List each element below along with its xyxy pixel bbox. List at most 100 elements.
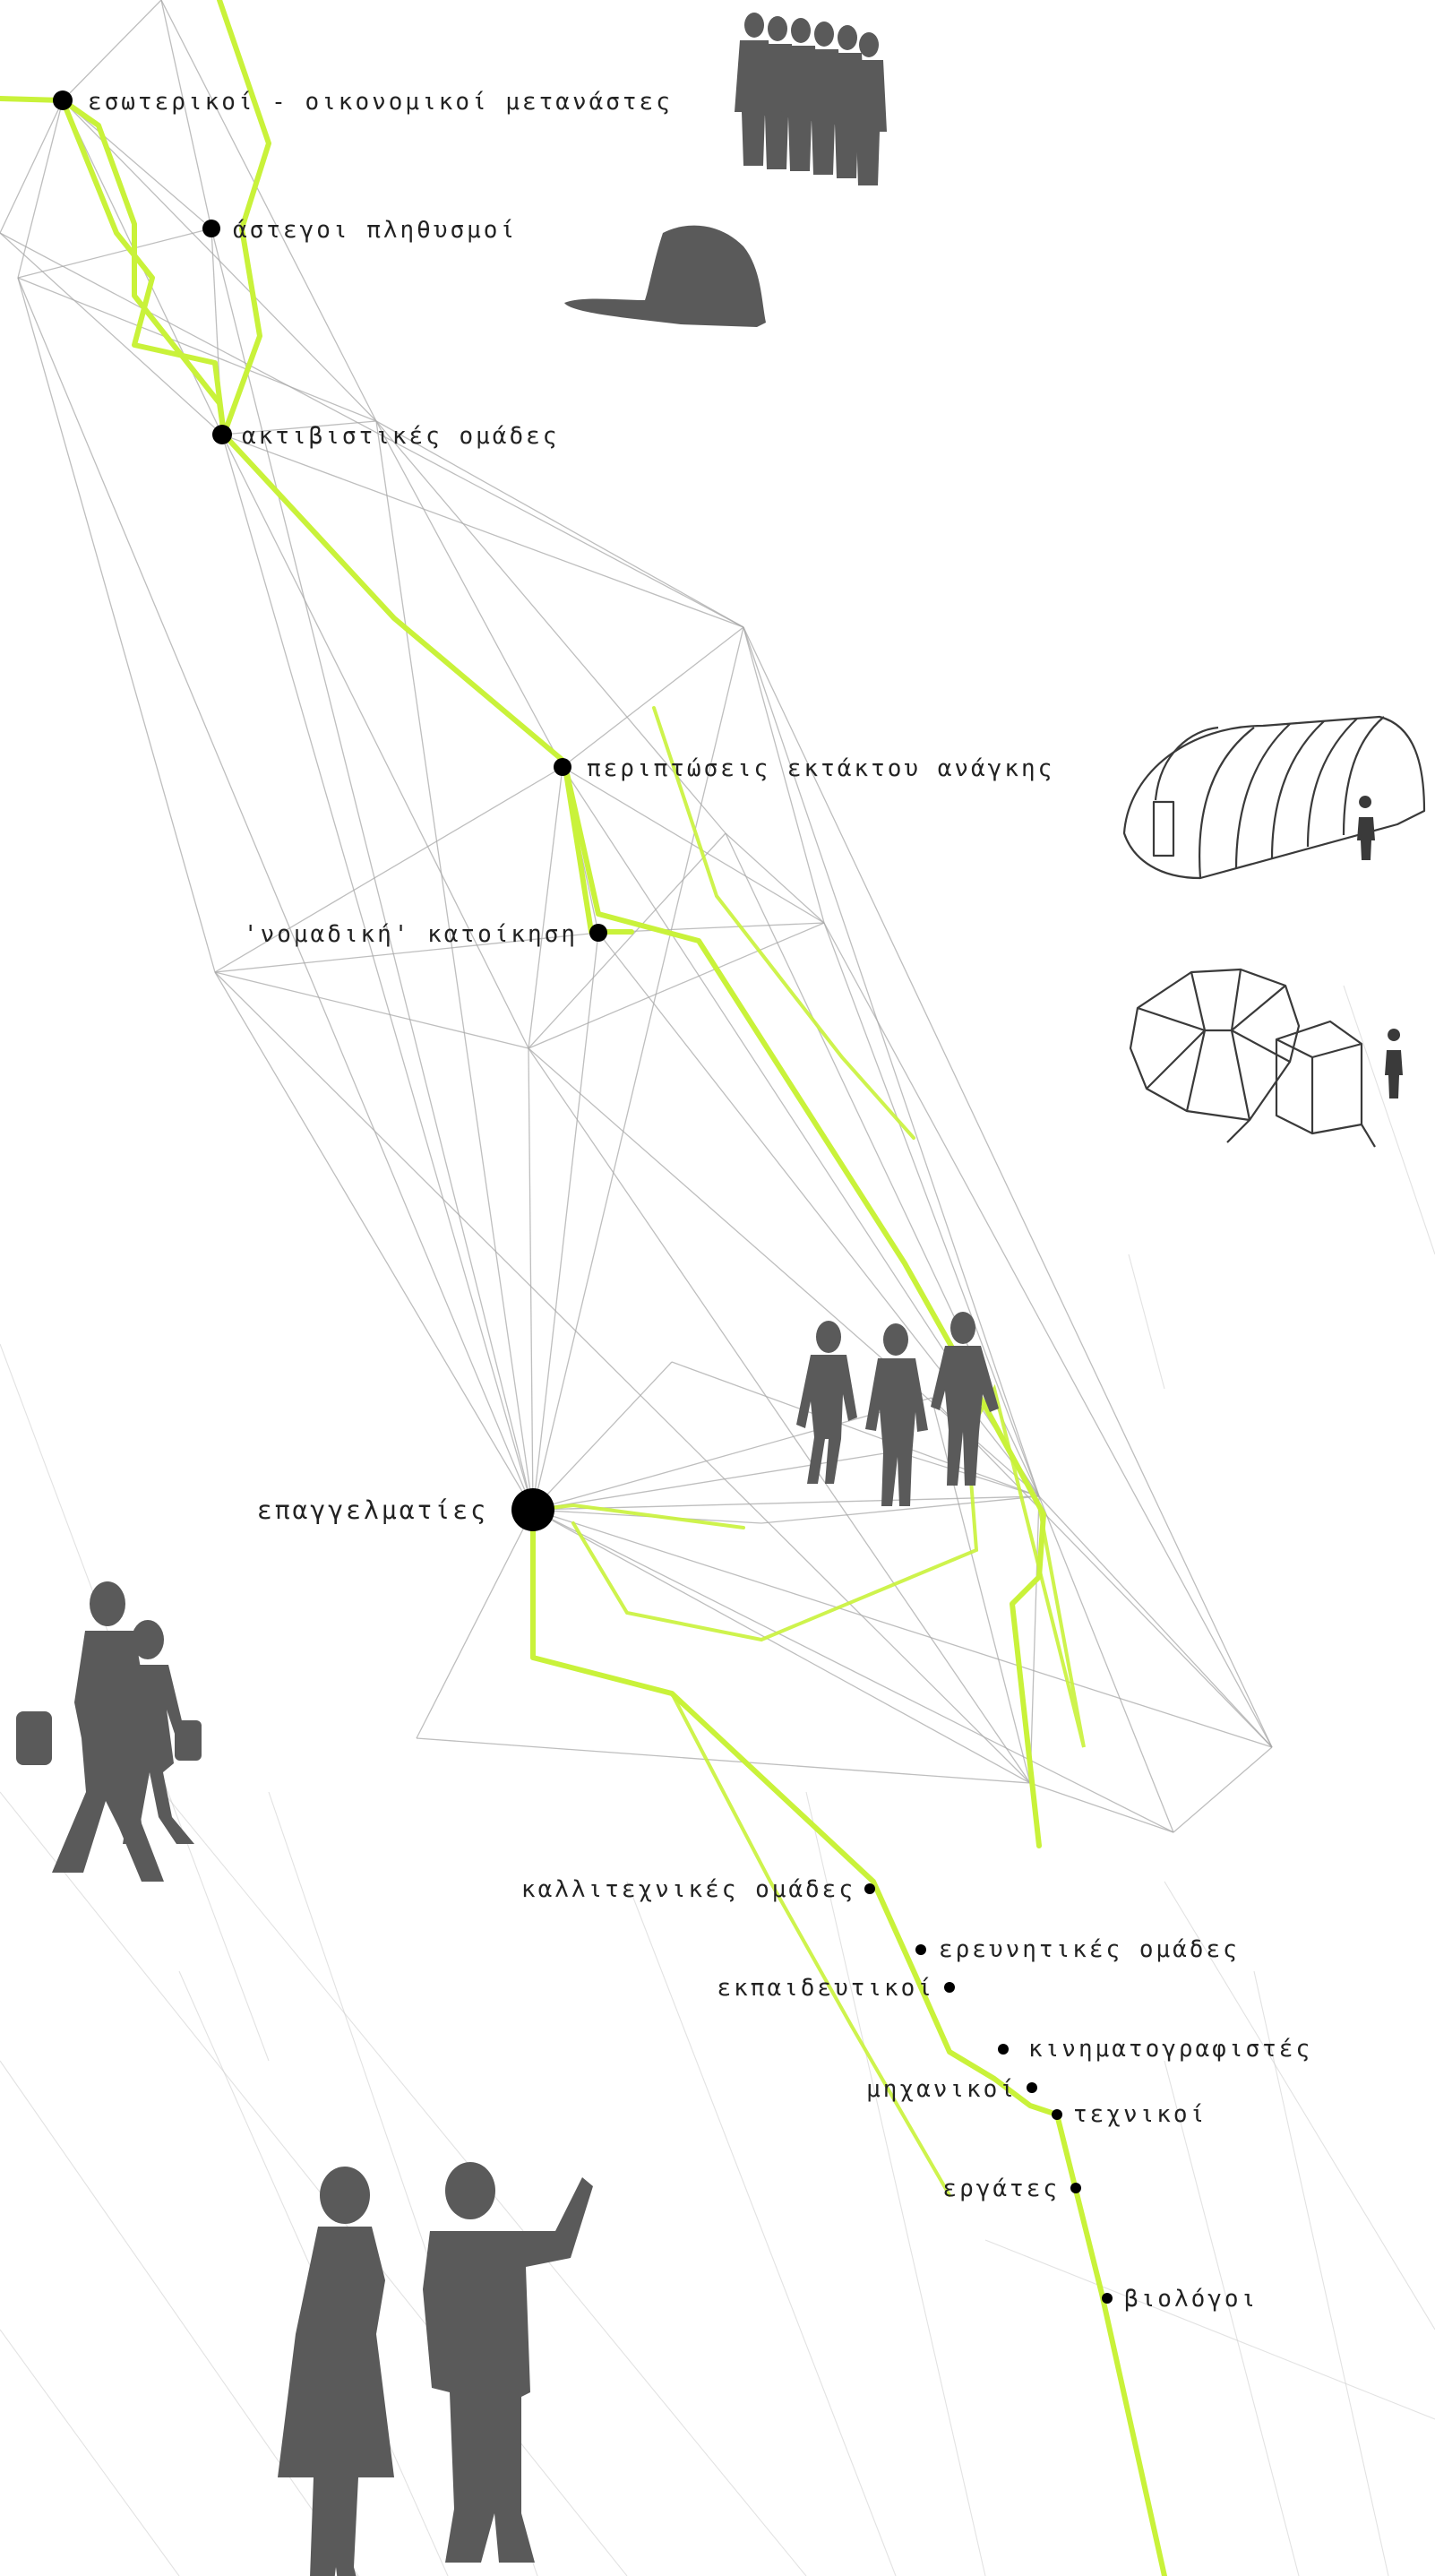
row-of-people-silhouette-icon [735, 13, 887, 185]
node-internal-migrants [53, 90, 73, 110]
network-line [62, 99, 377, 422]
network-line [0, 232, 223, 435]
network-line [528, 1047, 534, 1511]
node-researchers [915, 1944, 926, 1955]
label-emergencies: περιπτώσεις εκτάκτου ανάγκης [587, 755, 1054, 782]
network-line [221, 434, 744, 628]
node-technicians [1052, 2109, 1062, 2120]
node-homeless [202, 220, 220, 237]
network-line [160, 0, 377, 422]
network-line [532, 932, 599, 1511]
network-line [375, 420, 744, 628]
label-researchers: ερευνητικές ομάδες [939, 1936, 1240, 1963]
network-line [1038, 1495, 1273, 1748]
label-nomadic: 'νομαδική' κατοίκηση [244, 921, 578, 948]
nodes [53, 90, 1113, 2304]
network-line [416, 1737, 1031, 1784]
network-line [760, 1495, 1040, 1524]
label-internal-migrants: εσωτερικοί - οικονομικοί μετανάστες [88, 89, 673, 116]
two-people-pointing-icon [278, 2162, 593, 2576]
label-educators: εκπαιδευτικοί [718, 1975, 935, 2002]
network-line [532, 1361, 673, 1511]
network-line [1029, 1782, 1174, 1833]
network-line [743, 626, 1040, 1497]
network-line [160, 0, 212, 229]
network-line [214, 932, 599, 973]
network-line [17, 277, 534, 1511]
node-artists [864, 1883, 875, 1894]
label-workers: εργάτες [942, 2175, 1060, 2202]
node-nomadic [589, 924, 607, 942]
network-line [725, 832, 825, 924]
network-line [528, 922, 825, 1049]
node-professionals [511, 1488, 554, 1531]
label-artists: καλλιτεχνικές ομάδες [521, 1876, 855, 1903]
labels: εσωτερικοί - οικονομικοί μετανάστες άστε… [88, 89, 1312, 2313]
faint-network-line [1343, 985, 1435, 1255]
network-line [17, 277, 377, 422]
node-emergencies [554, 758, 571, 776]
network-line [221, 434, 529, 1049]
background-network-lines [0, 985, 1435, 2576]
network-line [62, 99, 212, 229]
node-activists [212, 425, 232, 444]
dome-tent-icon [1129, 968, 1403, 1148]
network-line [1029, 1495, 1040, 1784]
route-engineers-branch [670, 1692, 951, 2197]
network-line [62, 0, 162, 101]
network-lines [0, 0, 1273, 1833]
label-engineers: μηχανικοί [866, 2076, 1017, 2103]
network-line [221, 434, 534, 1511]
sitting-homeless-person-icon [564, 225, 766, 327]
network-line [532, 626, 744, 1511]
network-line [743, 626, 1273, 1748]
couple-walking-with-bags-icon [16, 1581, 202, 1882]
faint-network-line [1164, 1881, 1435, 2330]
label-homeless: άστεγοι πληθυσμοί [233, 217, 517, 244]
route-nomadic [562, 759, 634, 935]
network-line [214, 766, 563, 973]
faint-network-line [1253, 1970, 1389, 2576]
network-line [211, 228, 534, 1511]
network-line [743, 626, 825, 924]
faint-network-line [626, 1881, 897, 2576]
network-line [532, 1509, 1273, 1748]
network-line [221, 420, 377, 435]
network-line [17, 277, 216, 973]
network-line [416, 1509, 534, 1739]
faint-network-line [89, 1702, 807, 2576]
network-line [931, 1397, 1031, 1784]
network-line [1173, 1746, 1273, 1833]
network-line [375, 420, 726, 834]
network-line [562, 626, 744, 768]
route-upper-right [217, 0, 271, 437]
route-east-branch [652, 706, 915, 1140]
network-line [0, 99, 64, 234]
label-biologists: βιολόγοι [1124, 2286, 1258, 2313]
network-line [528, 766, 563, 1049]
faint-network-line [0, 1791, 628, 2576]
faint-network-line [0, 2329, 180, 2576]
label-professionals: επαγγελματίες [257, 1495, 488, 1525]
network-line [931, 1397, 1273, 1748]
route-upper-left [60, 98, 227, 437]
network-line [671, 1361, 1040, 1497]
network-line [532, 1509, 1174, 1833]
network-line [17, 99, 64, 279]
label-filmmakers: κινηματογραφιστές [1028, 2036, 1312, 2063]
network-line [532, 1509, 1031, 1784]
route-professionals-loop [571, 1383, 1086, 1748]
network-line [214, 971, 1031, 1784]
node-educators [944, 1982, 955, 1993]
network-line [0, 232, 744, 628]
faint-network-line [805, 1791, 986, 2576]
network-line [375, 420, 563, 768]
network-line [375, 420, 534, 1511]
label-activists: ακτιβιστικές ομάδες [242, 423, 559, 450]
network-line [532, 1397, 932, 1511]
network-line [1038, 1495, 1174, 1833]
network-line [214, 971, 529, 1049]
node-biologists [1102, 2293, 1113, 2304]
network-line [823, 922, 1273, 1748]
tunnel-tent-icon [1122, 715, 1426, 880]
